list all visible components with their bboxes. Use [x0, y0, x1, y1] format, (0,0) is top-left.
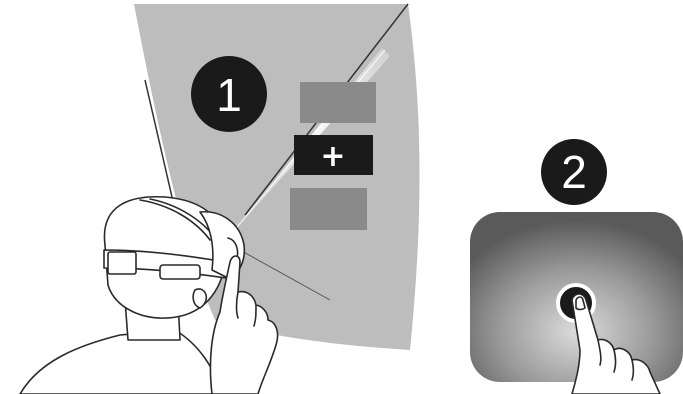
step-1-label: 1	[216, 69, 242, 121]
menu-item-bottom[interactable]	[290, 188, 367, 230]
plus-icon: +	[320, 139, 345, 174]
step-2-label: 2	[561, 146, 587, 198]
menu-item-top[interactable]	[300, 82, 376, 123]
